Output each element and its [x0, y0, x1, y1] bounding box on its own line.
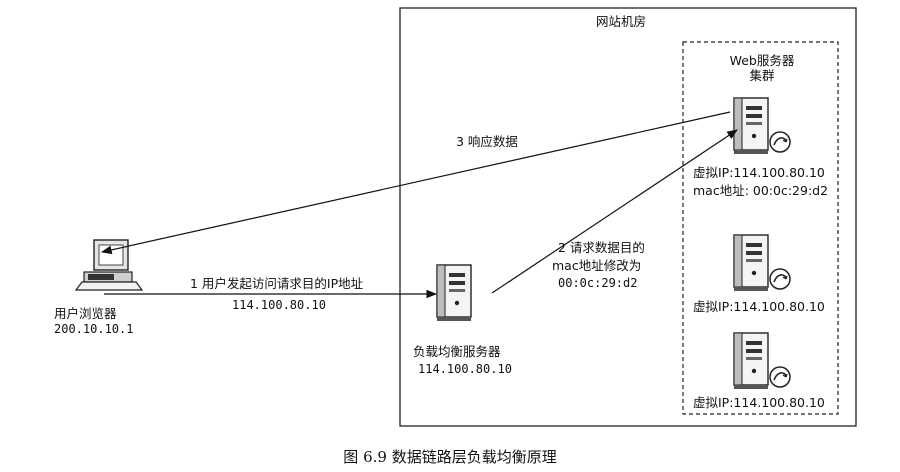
step2-line1: 2 请求数据目的 — [558, 240, 645, 255]
server-3-virtual-ip: 虚拟IP:114.100.80.10 — [693, 395, 825, 410]
web-cluster-title-line2: 集群 — [749, 68, 775, 83]
web-server-1-icon — [733, 97, 791, 155]
step1-label: 1 用户发起访问请求目的IP地址 — [190, 276, 364, 291]
server-1-virtual-ip: 虚拟IP:114.100.80.10 — [693, 165, 825, 180]
room-title: 网站机房 — [596, 14, 647, 29]
lb-ip: 114.100.80.10 — [418, 362, 512, 376]
client-name: 用户浏览器 — [54, 306, 117, 321]
step2-line2: mac地址修改为 — [552, 258, 642, 273]
step2-line3: 00:0c:29:d2 — [558, 276, 638, 290]
load-balancer-server-icon — [436, 264, 472, 322]
arrow-response-to-client — [100, 111, 731, 255]
server-2-virtual-ip: 虚拟IP:114.100.80.10 — [693, 299, 825, 314]
client-ip: 200.10.10.1 — [54, 322, 134, 336]
web-cluster-border — [682, 41, 839, 415]
web-server-2-icon — [733, 234, 791, 292]
lb-name: 负载均衡服务器 — [413, 344, 501, 359]
server-1-mac: mac地址: 00:0c:29:d2 — [693, 183, 829, 198]
figure-caption: 图 6.9 数据链路层负载均衡原理 — [343, 448, 557, 466]
step1-ip: 114.100.80.10 — [232, 298, 326, 312]
client-computer-icon — [74, 239, 144, 291]
arrow-forward-to-server — [491, 129, 738, 294]
web-server-3-icon — [733, 332, 791, 390]
website-room-border — [399, 7, 857, 427]
web-cluster-title-line1: Web服务器 — [729, 53, 795, 68]
step3-label: 3 响应数据 — [456, 134, 518, 149]
